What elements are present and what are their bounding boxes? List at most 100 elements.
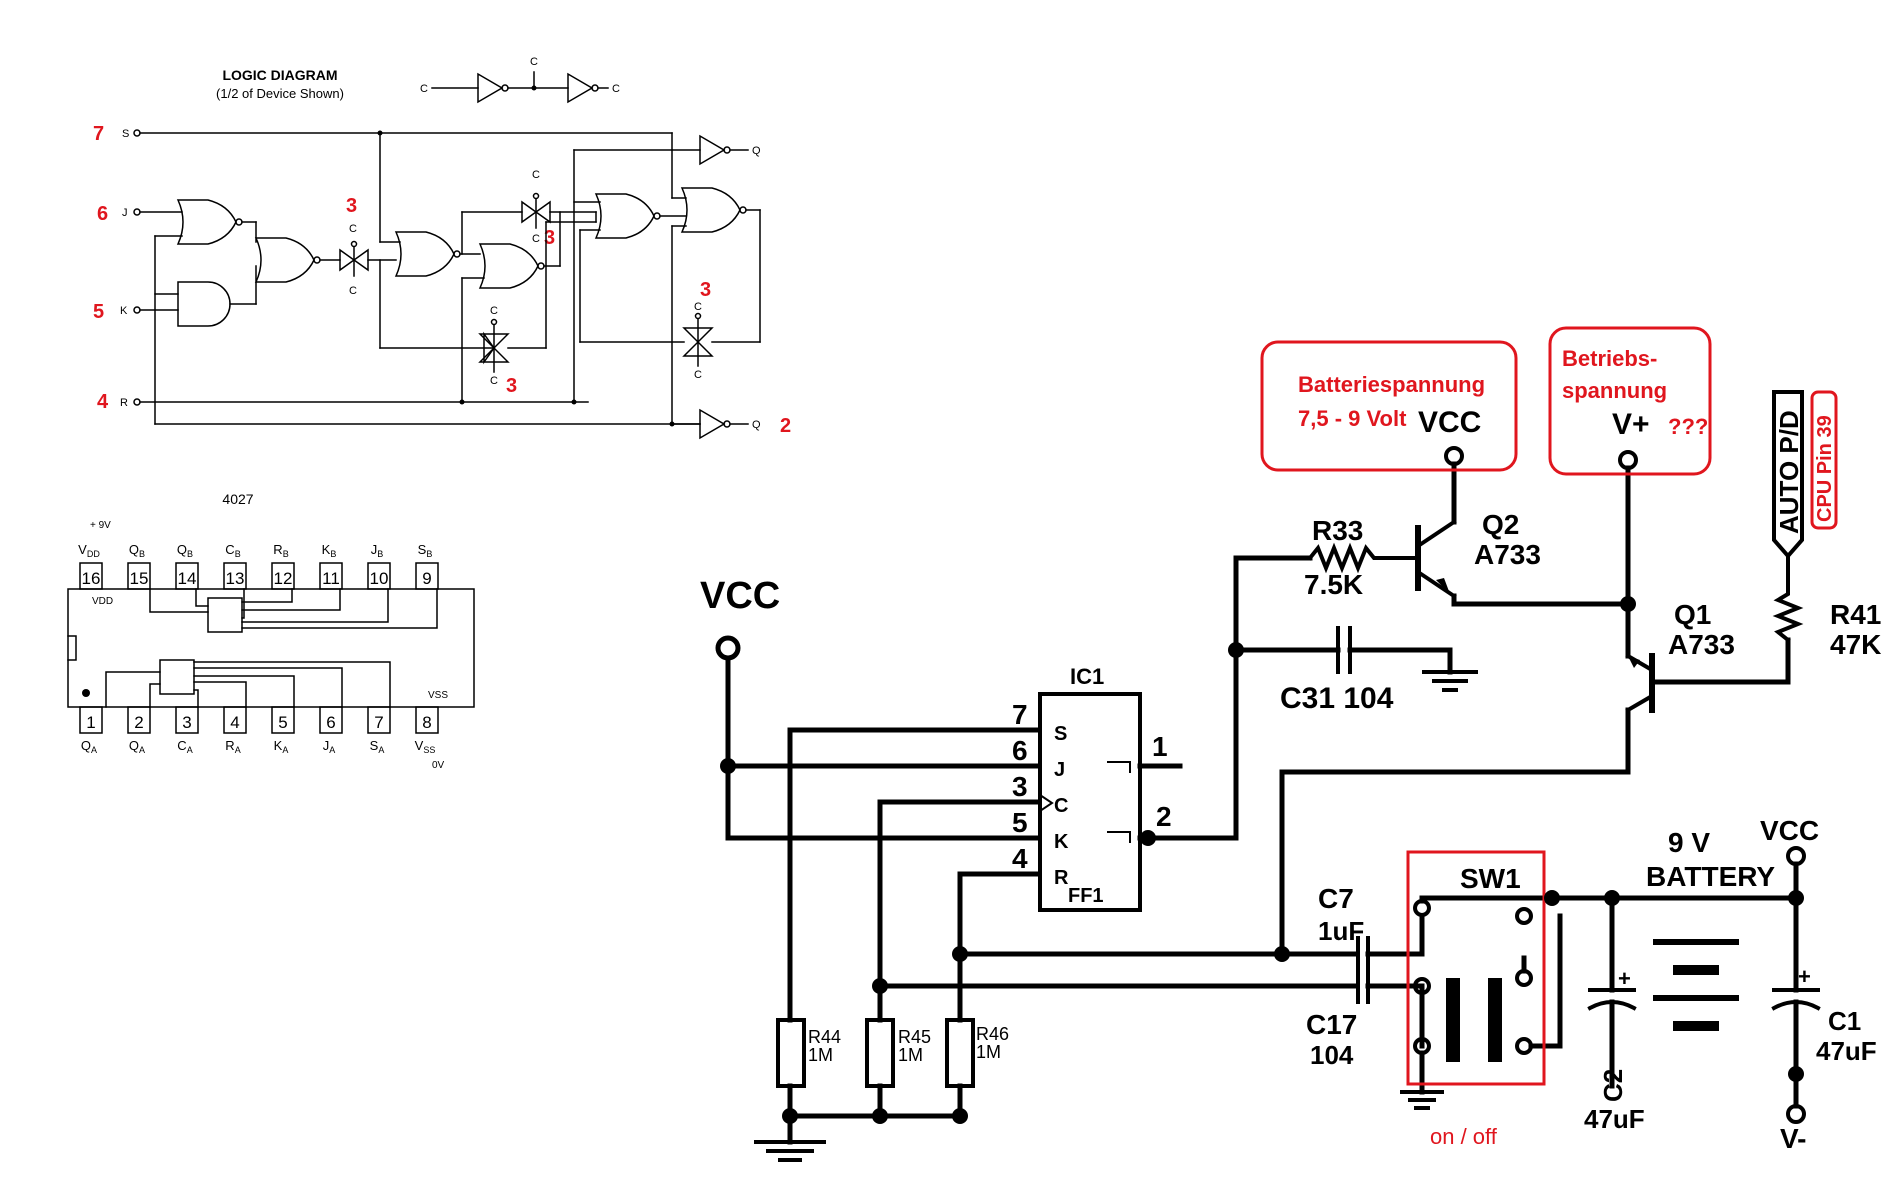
ic-4027-pin-name: KA — [274, 738, 289, 755]
ic1-pin-s: 7S — [1000, 699, 1067, 745]
pin-number-k: 5 — [93, 301, 104, 323]
ic-4027-pin-number: 14 — [178, 569, 197, 588]
clock-legend: C C C — [420, 56, 620, 104]
ic-4027-pin-name: KB — [322, 542, 337, 559]
ic1-pin-label: S — [1054, 723, 1067, 745]
pin-number-r: 4 — [97, 391, 109, 413]
ic-4027-pin-name: QA — [81, 738, 97, 755]
ic-4027-pin-13: 13 CB — [223, 542, 247, 590]
pin-number-s: 7 — [93, 123, 104, 145]
r44-value: 1M — [808, 1045, 833, 1065]
capacitor-c1: + C1 47uF — [1771, 964, 1877, 1109]
ic-4027-pin-number: 4 — [230, 713, 239, 732]
ic1-pin-number: 3 — [1012, 771, 1028, 802]
ic-4027-pin-number: 16 — [82, 569, 101, 588]
battery-note-line1: Batteriespannung — [1298, 372, 1485, 397]
pin-number-j: 6 — [97, 203, 108, 225]
battery-label: BATTERY — [1646, 861, 1775, 892]
v-plus-question: ??? — [1668, 414, 1708, 439]
svg-text:+: + — [1798, 964, 1811, 989]
ic1-pin-number: 4 — [1012, 843, 1028, 874]
ground-symbol-1 — [754, 1140, 826, 1162]
ic1-pin-k: 5K — [1000, 807, 1069, 853]
ic1-pin-number: 7 — [1012, 699, 1028, 730]
ic-4027-pin-name: CB — [225, 542, 240, 559]
switch-sw1: SW1 on / off — [1400, 850, 1563, 1149]
ic-4027-pin-name: SA — [370, 738, 385, 755]
transmission-gate-3: C C 3 — [478, 221, 597, 397]
resistor-r46: R46 1M — [945, 1018, 1009, 1088]
pin-j-label: J — [122, 207, 128, 219]
tg2-pin-number: 3 — [544, 227, 555, 249]
clock-label: C — [420, 83, 428, 95]
transmission-gate-2: C C 3 — [521, 169, 597, 249]
ground-symbol-2 — [1422, 670, 1478, 692]
c17-name: C17 — [1306, 1009, 1357, 1040]
transistor-q1: Q1 A733 — [1625, 599, 1791, 723]
pin-r-label: R — [120, 397, 128, 409]
ic-4027-pin-name: RA — [225, 738, 240, 755]
ic-4027-pin-name: JB — [371, 542, 384, 559]
ic-4027-pin-name: CA — [177, 738, 192, 755]
tg3-cbar-label: C — [490, 375, 498, 387]
r41-value: 47K — [1830, 629, 1881, 660]
ic-4027-pin-name: QB — [129, 542, 145, 559]
ic-4027-pin-name: QA — [129, 738, 145, 755]
ic-4027-pin-name: VDD — [78, 542, 100, 559]
logic-diagram-subtitle: (1/2 of Device Shown) — [216, 86, 344, 101]
r44-name: R44 — [808, 1027, 841, 1047]
ic-4027-pin-number: 15 — [130, 569, 149, 588]
ic-4027-pin-number: 3 — [182, 713, 191, 732]
transmission-gate-4: C C 3 — [682, 279, 761, 381]
ic-4027-title: 4027 — [222, 491, 253, 507]
ic-4027-pin-number: 6 — [326, 713, 335, 732]
tg3-c-label: C — [490, 305, 498, 317]
auto-pd-label: AUTO P/D — [1774, 410, 1804, 534]
ic-4027-supply: + 9V — [90, 520, 111, 531]
ic-4027-pin-name: JA — [323, 738, 336, 755]
c2-name: C2 — [1598, 1069, 1628, 1102]
operating-voltage-note: Betriebs- spannung — [1548, 326, 1712, 476]
battery-9v: 9 V BATTERY — [1646, 827, 1775, 1031]
ic-4027-pin-15: 15 QB — [127, 542, 151, 590]
ic-4027-pin-number: 13 — [226, 569, 245, 588]
vcc-right-label: VCC — [1760, 815, 1819, 846]
tg3-pin-number: 3 — [506, 375, 517, 397]
ic-4027-pin-5: 5KA — [271, 706, 295, 755]
ic-4027-vdd: VDD — [92, 596, 113, 607]
v-minus-label: V- — [1780, 1123, 1806, 1154]
tg4-pin-number: 3 — [700, 279, 711, 301]
output-qbar-label: Q — [752, 419, 761, 431]
switch-on-off-note: on / off — [1430, 1124, 1498, 1149]
ic-4027-pin-14: 14 QB — [175, 542, 199, 590]
ic-4027-pin-name: QB — [177, 542, 193, 559]
tg1-pin-number: 3 — [346, 195, 357, 217]
vcc-left-label: VCC — [700, 575, 780, 617]
ic1-out1-number: 1 — [1152, 731, 1168, 762]
ic1-pin-label: J — [1054, 759, 1065, 781]
r33-name: R33 — [1312, 515, 1363, 546]
pin-s-label: S — [122, 128, 129, 140]
output-q-label: Q — [752, 145, 761, 157]
ic-4027-pin-2: 2QA — [127, 706, 151, 755]
tg1-cbar-label: C — [349, 285, 357, 297]
q1-name: Q1 — [1674, 599, 1711, 630]
ic-4027-pin-number: 1 — [86, 713, 95, 732]
battery-volt: 9 V — [1668, 827, 1710, 858]
ic1-pin-j: 6J — [1000, 735, 1065, 781]
ic1-out2-number: 2 — [1156, 801, 1172, 832]
logic-diagram: LOGIC DIAGRAM (1/2 of Device Shown) C C … — [93, 56, 791, 440]
tg2-cbar-label: C — [532, 233, 540, 245]
r45-name: R45 — [898, 1027, 931, 1047]
ic1-pin-number: 6 — [1012, 735, 1028, 766]
ic-4027-pin-6: 6JA — [319, 706, 343, 755]
auto-pd-connector: AUTO P/D CPU Pin 39 — [1772, 390, 1838, 560]
